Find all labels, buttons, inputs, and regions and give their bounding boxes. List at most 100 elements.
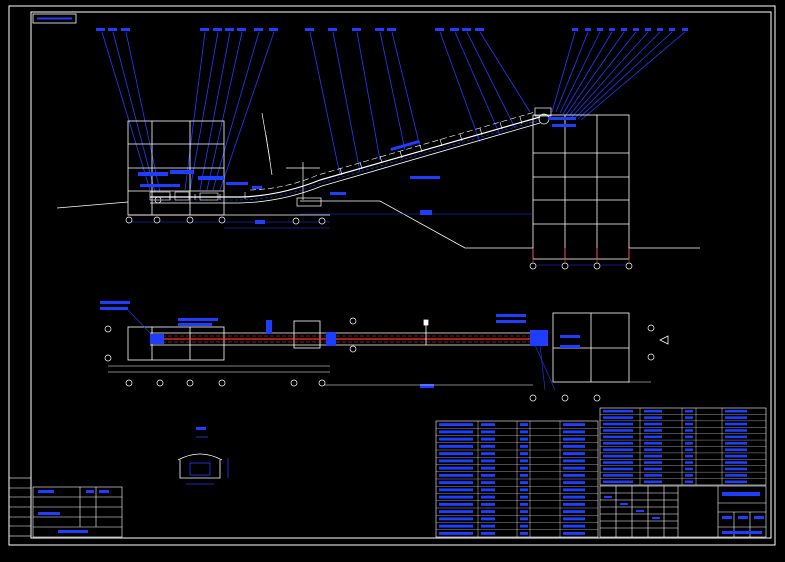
table-cell-text	[685, 461, 693, 464]
table-cell-text	[603, 448, 633, 451]
outer-border	[8, 5, 776, 546]
table-cell-text	[481, 524, 495, 528]
table-cell-text	[725, 480, 747, 484]
table-cell-text	[520, 510, 528, 514]
approval-table	[32, 486, 123, 538]
table-cell-text	[685, 435, 693, 439]
table-cell-text	[520, 452, 528, 456]
table-cell-text	[481, 437, 495, 441]
table-cell-text	[603, 416, 633, 419]
table-cell-text	[644, 454, 662, 458]
table-cell-text	[481, 510, 495, 514]
table-cell-text	[520, 502, 528, 506]
table-cell-text	[603, 474, 633, 477]
table-cell-text	[439, 437, 473, 441]
table-cell-text	[644, 480, 662, 484]
table-cell-text	[644, 435, 662, 439]
table-cell-text	[685, 467, 693, 471]
table-cell-text	[644, 448, 662, 451]
table-cell-text	[563, 502, 585, 506]
table-cell-text	[520, 473, 528, 477]
table-cell-text	[520, 437, 528, 441]
head-house	[532, 114, 630, 260]
table-cell-text	[520, 430, 528, 434]
table-cell-text	[603, 461, 633, 464]
table-cell-text	[725, 448, 747, 451]
table-cell-text	[520, 488, 528, 492]
plan-view	[100, 301, 669, 402]
table-cell-text	[725, 474, 747, 477]
table-cell-text	[520, 495, 528, 499]
table-cell-text	[603, 442, 633, 445]
table-cell-text	[439, 495, 473, 499]
table-cell-text	[481, 531, 495, 535]
table-cell-text	[685, 474, 693, 477]
table-cell-text	[439, 510, 473, 514]
table-cell-text	[439, 423, 473, 427]
table-cell-text	[439, 481, 473, 485]
table-cell-text	[439, 459, 473, 463]
table-cell-text	[439, 430, 473, 434]
table-cell-text	[481, 459, 495, 463]
table-cell-text	[439, 466, 473, 470]
parts-list-right	[599, 407, 767, 486]
table-cell-text	[603, 435, 633, 439]
table-cell-text	[481, 495, 495, 499]
table-cell-text	[563, 466, 585, 470]
table-cell-text	[644, 422, 662, 426]
table-cell-text	[563, 444, 585, 448]
table-cell-text	[725, 416, 747, 419]
inner-frame	[30, 11, 772, 539]
section-detail	[177, 427, 229, 485]
table-cell-text	[603, 467, 633, 471]
table-cell-text	[603, 480, 633, 484]
inclined-conveyor	[150, 111, 541, 204]
table-cell-text	[481, 466, 495, 470]
table-cell-text	[439, 444, 473, 448]
table-cell-text	[563, 488, 585, 492]
table-cell-text	[520, 423, 528, 427]
table-cell-text	[563, 459, 585, 463]
table-cell-text	[563, 510, 585, 514]
balloon-leaders	[101, 31, 686, 193]
table-cell-text	[481, 444, 495, 448]
plan-dimensions	[108, 365, 651, 386]
table-cell-text	[685, 429, 693, 432]
table-cell-text	[685, 480, 693, 484]
table-cell-text	[685, 454, 693, 458]
balloon-numbers	[96, 28, 688, 31]
table-cell-text	[439, 524, 473, 528]
table-cell-text	[725, 422, 747, 426]
title-block	[599, 485, 767, 538]
table-cell-text	[563, 524, 585, 528]
table-cell-text	[520, 531, 528, 535]
table-cell-text	[725, 429, 747, 432]
table-cell-text	[563, 437, 585, 441]
table-cell-text	[439, 488, 473, 492]
table-cell-text	[520, 517, 528, 521]
table-cell-text	[644, 429, 662, 432]
table-cell-text	[481, 423, 495, 427]
table-cell-text	[563, 481, 585, 485]
table-cell-text	[603, 429, 633, 432]
take-up-unit	[261, 112, 322, 207]
table-cell-text	[603, 409, 633, 413]
table-cell-text	[644, 409, 662, 413]
table-cell-text	[644, 474, 662, 477]
elevation-axis-markers	[125, 216, 633, 270]
revision-block	[8, 477, 32, 537]
table-cell-text	[644, 467, 662, 471]
tail-machinery-detail	[149, 191, 219, 204]
plan-drive-house	[293, 320, 321, 349]
plan-belt	[150, 332, 533, 346]
table-cell-text	[520, 524, 528, 528]
table-cell-text	[685, 448, 693, 451]
parts-list-left	[435, 420, 599, 538]
table-cell-text	[725, 461, 747, 464]
table-cell-text	[439, 452, 473, 456]
ground-line	[56, 200, 700, 249]
table-cell-text	[603, 422, 633, 426]
table-cell-text	[481, 430, 495, 434]
table-cell-text	[685, 409, 693, 413]
